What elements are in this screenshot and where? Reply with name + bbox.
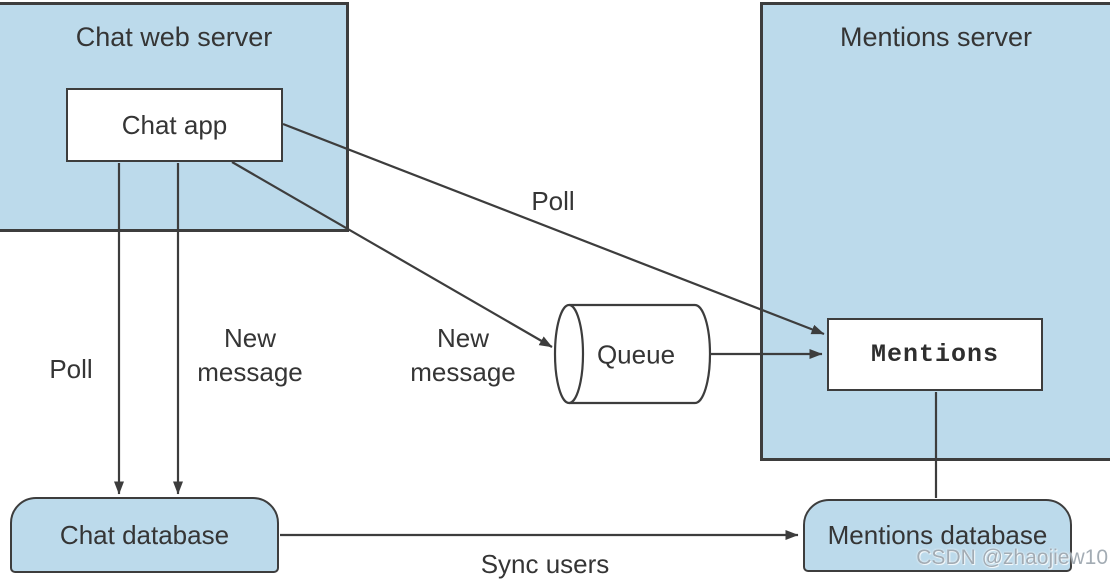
new-message-diagonal-label: New message: [410, 323, 516, 387]
mentions-server-title: Mentions server: [839, 22, 1033, 52]
edge-poll-diagonal: [282, 122, 825, 336]
chat-app-node: Chat app: [66, 88, 283, 162]
chat-app-label: Chat app: [121, 109, 228, 140]
edge-new-message-diagonal: [231, 161, 553, 348]
chat-database-label: Chat database: [59, 519, 230, 550]
mentions-label: Mentions: [870, 340, 1000, 369]
poll-diagonal-label: Poll: [531, 186, 575, 216]
sync-users-label: Sync users: [480, 549, 610, 579]
queue-label: Queue: [596, 339, 676, 370]
chat-web-server-title: Chat web server: [75, 22, 273, 52]
csdn-watermark: CSDN @zhaojiew10: [916, 546, 1108, 569]
mentions-database-node: Mentions database: [803, 499, 1072, 572]
mentions-node: Mentions: [827, 318, 1043, 391]
chat-database-node: Chat database: [10, 497, 279, 573]
mentions-database-label: Mentions database: [827, 520, 1048, 550]
queue-cylinder: [553, 303, 712, 405]
new-message-vertical-label: New message: [197, 323, 303, 387]
poll-vertical-label: Poll: [49, 354, 93, 384]
